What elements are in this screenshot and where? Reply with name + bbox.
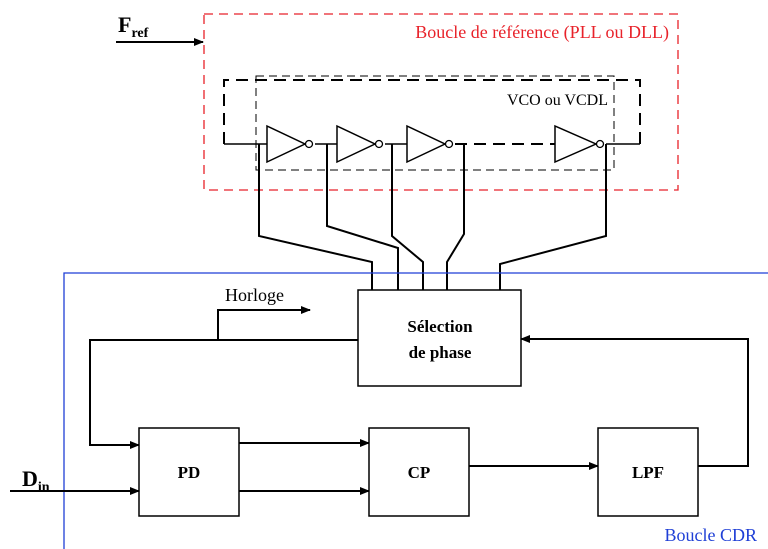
inverter-icon <box>266 124 314 164</box>
tap-line-2 <box>326 144 399 290</box>
vco-label: VCO ou VCDL <box>507 92 608 109</box>
tap-line-1 <box>258 144 373 290</box>
phase-select-label-line1: Sélection <box>407 317 473 336</box>
cp-block <box>368 427 470 517</box>
clock-output-arrow <box>217 306 311 340</box>
pd-label: PD <box>178 463 201 482</box>
lpf-label: LPF <box>632 463 664 482</box>
reference-loop-boundary <box>203 13 679 191</box>
fref-label: Fref <box>118 12 149 41</box>
cdr-loop-boundary <box>63 272 768 549</box>
clock-output-label: Horloge <box>225 285 284 305</box>
vco-boundary <box>255 75 615 171</box>
cdr-loop-label: Boucle CDR <box>665 525 758 545</box>
inverter-icon <box>406 124 454 164</box>
din-label: Din <box>22 466 50 495</box>
cp-label: CP <box>408 463 431 482</box>
tap-line-5 <box>499 144 607 290</box>
phase-select-label-line2: de phase <box>409 343 472 362</box>
reference-loop-label: Boucle de référence (PLL ou DLL) <box>415 22 669 43</box>
tap-line-3 <box>391 144 424 290</box>
ring-feedback-line <box>223 79 641 144</box>
lpf-feedback-arrow <box>520 335 749 467</box>
lpf-block <box>597 427 699 517</box>
tap-line-4 <box>446 144 465 290</box>
pd-block <box>138 427 240 517</box>
inverter-icon <box>336 124 384 164</box>
phase-to-pd-line <box>89 339 358 449</box>
inverter-icon <box>554 124 605 164</box>
phase-select-block <box>357 289 522 387</box>
